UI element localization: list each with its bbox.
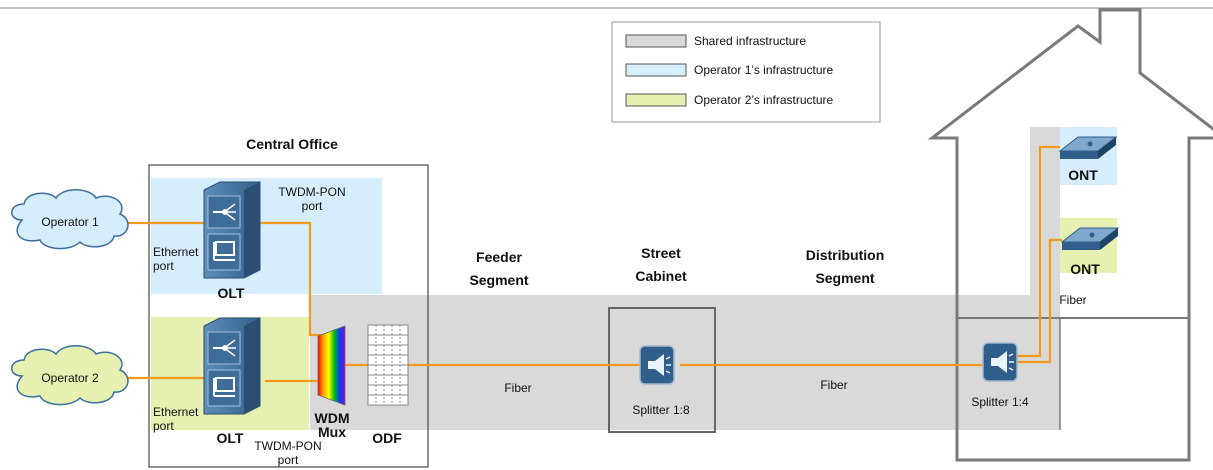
central-office-title: Central Office <box>246 136 338 152</box>
legend-op1-label: Operator 1’s infrastructure <box>694 63 833 77</box>
olt2-icon <box>203 317 261 415</box>
olt1-label: OLT <box>218 285 245 301</box>
legend-op1-swatch <box>625 63 687 77</box>
olt1-twdm-port-label-1: TWDM-PON <box>278 185 345 199</box>
home-fiber-label: Fiber <box>1059 293 1086 307</box>
shared-infrastructure-area <box>310 127 1060 430</box>
central-office-box <box>148 164 429 468</box>
splitter-home-icon <box>982 342 1018 382</box>
olt2-twdm-port-label-2: port <box>278 453 299 467</box>
olt2-twdm-port-label-1: TWDM-PON <box>254 439 321 453</box>
legend-shared-label: Shared infrastructure <box>694 34 806 48</box>
wdm-mux-label-2: Mux <box>318 424 346 440</box>
operator2-label: Operator 2 <box>41 371 99 385</box>
feeder-segment-label-2: Segment <box>469 272 528 288</box>
street-cabinet-box <box>608 307 716 433</box>
street-cabinet-label-1: Street <box>641 245 681 261</box>
operator1-area <box>151 178 382 294</box>
feeder-fiber-label: Fiber <box>504 381 531 395</box>
street-cabinet-label-2: Cabinet <box>635 268 687 284</box>
olt1-twdm-port-label-2: port <box>302 199 323 213</box>
distribution-segment-label-2: Segment <box>815 270 874 286</box>
splitter-home-label: Splitter 1:4 <box>971 395 1029 409</box>
olt2-ethernet-port-label-2: port <box>153 419 174 433</box>
house-outline <box>927 8 1213 462</box>
olt1-icon <box>203 181 261 279</box>
distribution-fiber-label: Fiber <box>820 378 847 392</box>
legend-op2-swatch <box>625 93 687 107</box>
odf-icon <box>367 324 409 406</box>
wdm-mux-icon <box>317 325 346 406</box>
operator2-cloud: Operator 2 <box>11 345 129 406</box>
olt1-ethernet-port-label-1: Ethernet <box>153 245 199 259</box>
legend-op2-label: Operator 2’s infrastructure <box>694 93 833 107</box>
olt2-label: OLT <box>217 430 244 446</box>
olt1-ethernet-port-label-2: port <box>153 259 174 273</box>
feeder-segment-label-1: Feeder <box>476 249 522 265</box>
ont2-label: ONT <box>1070 261 1100 277</box>
operator1-label: Operator 1 <box>41 215 99 229</box>
odf-label: ODF <box>372 430 402 446</box>
splitter-cabinet-label: Splitter 1:8 <box>632 403 690 417</box>
operator1-cloud: Operator 1 <box>11 189 129 250</box>
legend-shared-swatch <box>625 34 687 48</box>
wdm-mux-label-1: WDM <box>315 410 350 426</box>
ont1-label: ONT <box>1068 167 1098 183</box>
distribution-segment-label-1: Distribution <box>806 247 885 263</box>
splitter-cabinet-icon <box>639 345 675 385</box>
olt2-ethernet-port-label-1: Ethernet <box>153 405 199 419</box>
